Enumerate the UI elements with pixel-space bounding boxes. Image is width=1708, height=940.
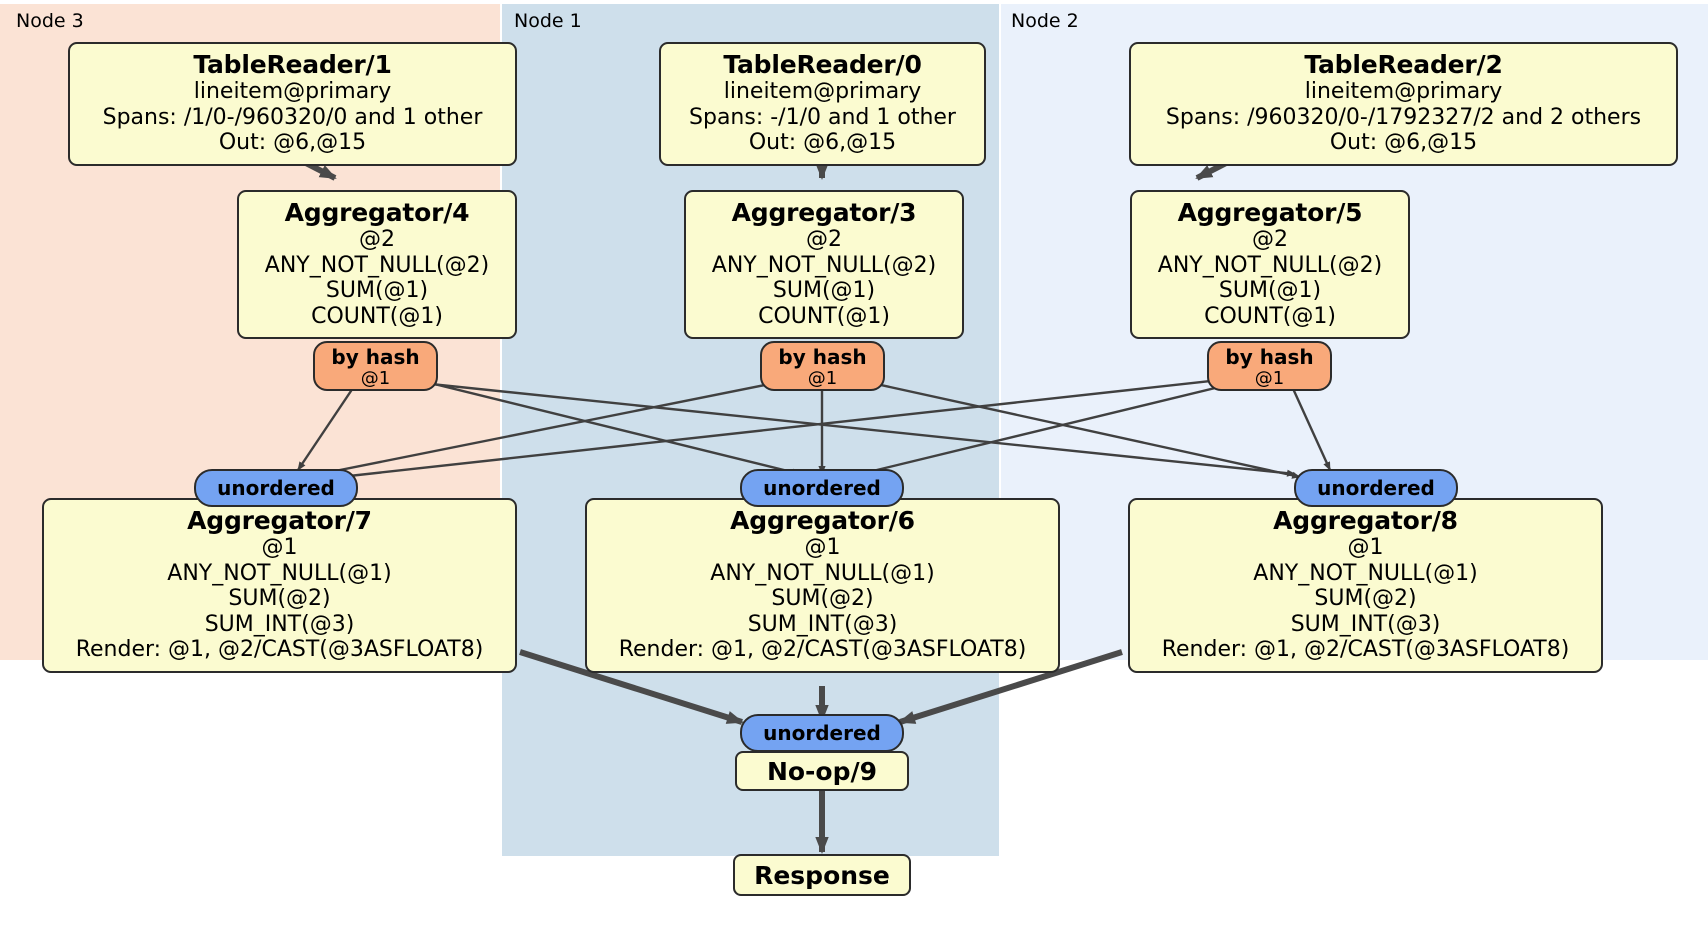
processor-line: ANY_NOT_NULL(@1) [1253, 560, 1478, 586]
node-label-node2: Node 2 [1011, 10, 1079, 32]
processor-line: Render: @1, @2/CAST(@3ASFLOAT8) [618, 637, 1027, 663]
processor-line: Spans: /960320/0-/1792327/2 and 2 others [1165, 104, 1642, 130]
synchronizer-unordered-final[interactable]: unordered [740, 714, 904, 752]
processor-title: No-op/9 [766, 756, 878, 786]
synchronizer-label: unordered [1317, 476, 1435, 500]
synchronizer-unordered-center[interactable]: unordered [740, 469, 904, 507]
processor-title: Aggregator/5 [1177, 198, 1363, 227]
processor-line: ANY_NOT_NULL(@2) [711, 252, 937, 278]
processor-line: Out: @6,@15 [748, 130, 897, 156]
processor-line: SUM_INT(@3) [747, 611, 898, 637]
processor-line: ANY_NOT_NULL(@1) [710, 560, 935, 586]
processor-aggregator-6[interactable]: Aggregator/6 @1 ANY_NOT_NULL(@1) SUM(@2)… [585, 498, 1060, 673]
processor-line: @1 [261, 535, 298, 560]
processor-title: Aggregator/4 [284, 198, 470, 227]
processor-line: Out: @6,@15 [1329, 130, 1478, 156]
processor-aggregator-5[interactable]: Aggregator/5 @2 ANY_NOT_NULL(@2) SUM(@1)… [1130, 190, 1410, 340]
processor-line: @1 [804, 535, 841, 560]
processor-title: Aggregator/3 [731, 198, 917, 227]
processor-line: SUM(@1) [1218, 278, 1322, 304]
processor-line: lineitem@primary [1304, 79, 1503, 104]
processor-line: SUM(@2) [771, 586, 874, 612]
processor-line: Render: @1, @2/CAST(@3ASFLOAT8) [75, 637, 484, 663]
node-label-node3: Node 3 [16, 10, 84, 32]
router-kind-label: by hash [1225, 345, 1314, 369]
processor-line: Spans: /1/0-/960320/0 and 1 other [102, 104, 483, 130]
processor-aggregator-3[interactable]: Aggregator/3 @2 ANY_NOT_NULL(@2) SUM(@1)… [684, 190, 964, 340]
router-by-hash-right[interactable]: by hash @1 [1207, 341, 1332, 391]
processor-line: Spans: -/1/0 and 1 other [689, 104, 956, 130]
processor-title: Aggregator/6 [730, 506, 915, 535]
processor-line: SUM_INT(@3) [1290, 611, 1441, 637]
processor-line: SUM_INT(@3) [204, 611, 355, 637]
processor-line: SUM(@2) [1314, 586, 1417, 612]
synchronizer-unordered-right[interactable]: unordered [1294, 469, 1458, 507]
processor-table-reader-2[interactable]: TableReader/2 lineitem@primary Spans: /9… [1129, 42, 1678, 166]
router-column-label: @1 [807, 367, 838, 389]
node-label-node1: Node 1 [514, 10, 582, 32]
processor-line: lineitem@primary [723, 79, 922, 104]
processor-title: TableReader/2 [1304, 50, 1503, 79]
synchronizer-label: unordered [217, 476, 335, 500]
processor-title: TableReader/0 [723, 50, 922, 79]
processor-title: TableReader/1 [193, 50, 392, 79]
processor-line: @2 [806, 227, 842, 252]
router-column-label: @1 [360, 367, 391, 389]
processor-table-reader-1[interactable]: TableReader/1 lineitem@primary Spans: /1… [68, 42, 517, 166]
processor-line: ANY_NOT_NULL(@1) [167, 560, 392, 586]
processor-line: COUNT(@1) [758, 303, 890, 329]
synchronizer-unordered-left[interactable]: unordered [194, 469, 358, 507]
processor-line: ANY_NOT_NULL(@2) [264, 252, 490, 278]
processor-noop-9[interactable]: No-op/9 [735, 751, 909, 791]
processor-aggregator-7[interactable]: Aggregator/7 @1 ANY_NOT_NULL(@1) SUM(@2)… [42, 498, 517, 673]
processor-line: SUM(@1) [325, 278, 429, 304]
processor-aggregator-8[interactable]: Aggregator/8 @1 ANY_NOT_NULL(@1) SUM(@2)… [1128, 498, 1603, 673]
router-kind-label: by hash [778, 345, 867, 369]
router-by-hash-left[interactable]: by hash @1 [313, 341, 438, 391]
processor-line: SUM(@2) [228, 586, 331, 612]
synchronizer-label: unordered [763, 476, 881, 500]
processor-line: COUNT(@1) [311, 303, 443, 329]
router-kind-label: by hash [331, 345, 420, 369]
processor-line: @2 [1252, 227, 1288, 252]
processor-title: Response [754, 860, 890, 890]
synchronizer-label: unordered [763, 721, 881, 745]
processor-table-reader-0[interactable]: TableReader/0 lineitem@primary Spans: -/… [659, 42, 986, 166]
router-by-hash-center[interactable]: by hash @1 [760, 341, 885, 391]
processor-line: lineitem@primary [193, 79, 392, 104]
processor-title: Aggregator/8 [1273, 506, 1458, 535]
processor-aggregator-4[interactable]: Aggregator/4 @2 ANY_NOT_NULL(@2) SUM(@1)… [237, 190, 517, 340]
processor-line: Out: @6,@15 [218, 130, 367, 156]
router-column-label: @1 [1254, 367, 1285, 389]
processor-line: ANY_NOT_NULL(@2) [1157, 252, 1383, 278]
processor-response[interactable]: Response [733, 854, 911, 896]
processor-title: Aggregator/7 [187, 506, 372, 535]
processor-line: SUM(@1) [772, 278, 876, 304]
processor-line: @1 [1347, 535, 1384, 560]
processor-line: Render: @1, @2/CAST(@3ASFLOAT8) [1161, 637, 1570, 663]
processor-line: COUNT(@1) [1204, 303, 1336, 329]
processor-line: @2 [359, 227, 395, 252]
